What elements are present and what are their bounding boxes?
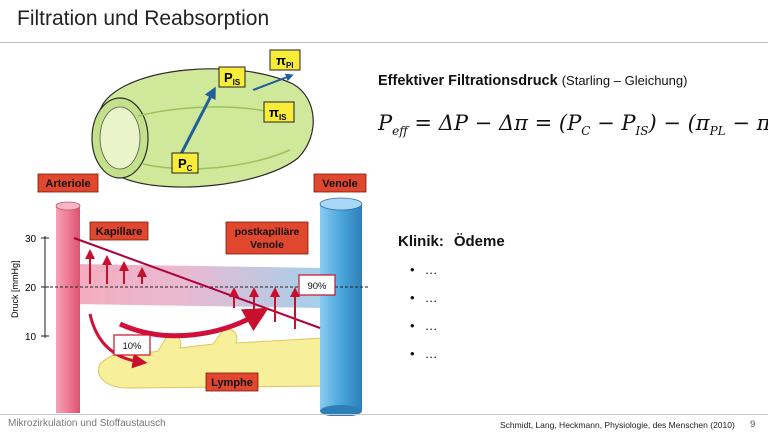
filtration-figure: PC PIS πPl πIS 30 20 10 Druck [mmHg] — [10, 49, 370, 416]
label-lymphe: Lymphe — [205, 372, 259, 392]
heading-bold: Effektiver Filtrationsdruck — [378, 73, 558, 89]
pc-main: P — [178, 156, 187, 171]
svg-text:postkapilläre: postkapilläre — [235, 226, 300, 238]
tick-10: 10 — [25, 332, 37, 343]
list-item: … — [410, 262, 438, 290]
tick-30: 30 — [25, 234, 37, 245]
klinik-heading: Klinik: Ödeme — [398, 233, 505, 250]
klinik-label: Klinik: — [398, 233, 444, 250]
pipl-sub: Pl — [286, 61, 294, 70]
tick-20: 20 — [25, 283, 37, 294]
svg-text:Venole: Venole — [250, 239, 284, 251]
capillary-band — [74, 264, 323, 308]
label-pi-is: πIS — [263, 101, 295, 123]
svg-text:πIS: πIS — [269, 105, 287, 122]
list-item: … — [410, 346, 438, 374]
klinik-topic: Ödeme — [453, 233, 505, 250]
capillary-pressure-line — [73, 237, 321, 329]
pipl-main: π — [276, 53, 286, 68]
footer-citation: Schmidt, Lang, Heckmann, Physiologie, de… — [500, 420, 735, 430]
svg-text:Kapillare: Kapillare — [96, 226, 142, 238]
list-item: … — [410, 290, 438, 318]
percent-reabsorption-box: 90% — [298, 274, 336, 296]
flow-arrow-lymph — [88, 313, 148, 369]
label-pis: PIS — [218, 66, 246, 88]
pressure-axis: 30 20 10 Druck [mmHg] — [10, 234, 49, 343]
svg-text:Venole: Venole — [322, 178, 357, 190]
starling-formula: Peff = ΔP − Δπ = (PC − PIS) − (πPL − πIS… — [378, 111, 768, 139]
piis-main: π — [269, 105, 279, 120]
arteriole-tube — [55, 201, 81, 413]
label-postkapillaere-venole: postkapilläre Venole — [225, 221, 309, 255]
bullet-list: … … … … — [410, 262, 438, 374]
starling-heading: Effektiver Filtrationsdruck (Starling – … — [378, 73, 687, 89]
page-number: 9 — [750, 419, 756, 430]
axis-label: Druck [mmHg] — [10, 260, 20, 318]
label-pi-pl: πPl — [269, 49, 301, 71]
percent-lymph-box: 10% — [113, 334, 151, 356]
label-kapillare: Kapillare — [89, 221, 149, 241]
pis-main: P — [224, 70, 233, 85]
label-pc: PC — [171, 152, 199, 174]
svg-text:PIS: PIS — [224, 70, 241, 87]
svg-text:Lymphe: Lymphe — [211, 377, 253, 389]
pis-sub: IS — [233, 78, 241, 87]
venole-tube — [319, 197, 363, 416]
svg-text:90%: 90% — [307, 281, 327, 292]
list-item: … — [410, 318, 438, 346]
label-venole: Venole — [313, 173, 367, 193]
flow-arrow-reabsorption — [118, 307, 269, 339]
title-divider — [0, 42, 768, 43]
svg-text:Arteriole: Arteriole — [45, 178, 90, 190]
svg-text:πPl: πPl — [276, 53, 294, 70]
footer-topic: Mikrozirkulation und Stoffaustausch — [8, 418, 166, 429]
capillary-illustration — [91, 68, 314, 188]
svg-text:10%: 10% — [122, 341, 142, 352]
svg-text:PC: PC — [178, 156, 193, 173]
label-arteriole: Arteriole — [37, 173, 99, 193]
pc-sub: C — [187, 164, 193, 173]
filtration-arrows — [85, 249, 147, 284]
heading-sub: (Starling – Gleichung) — [561, 73, 688, 88]
piis-sub: IS — [279, 113, 287, 122]
footer-divider — [0, 414, 768, 415]
slide-title: Filtration und Reabsorption — [17, 7, 270, 30]
